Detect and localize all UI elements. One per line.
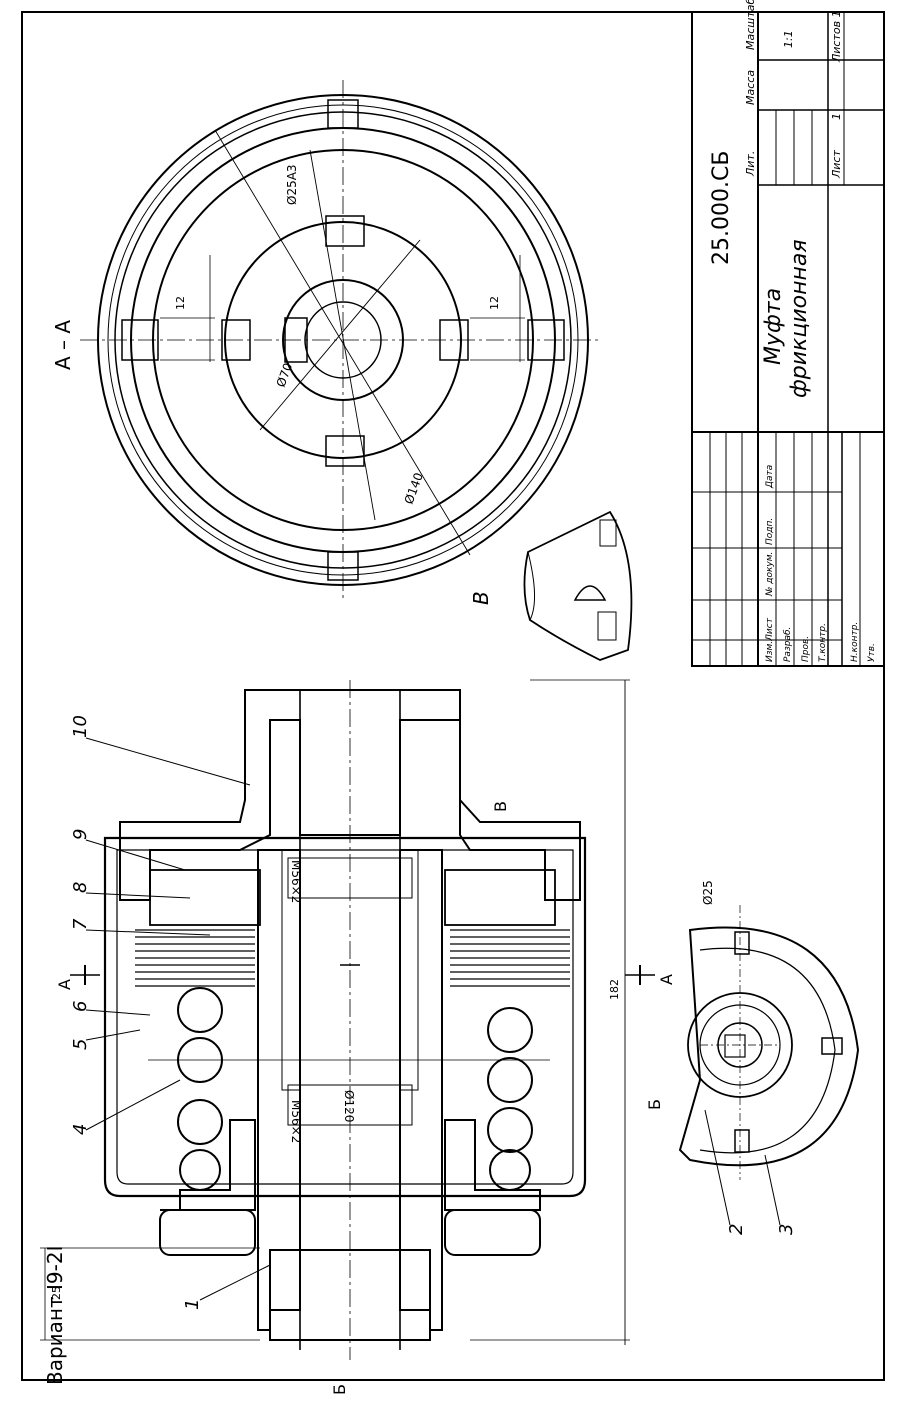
position-4: 4 [70,1124,91,1135]
sheet-value: 1 [830,113,843,120]
view-b-label: В [469,591,493,605]
thread-dim: М56×2 [289,860,303,903]
position-5: 5 [70,1039,91,1050]
section-b-mark: Б [330,1384,349,1395]
slot-width-dim: 12 [488,296,501,310]
hub-diameter-dim: Ø70 [274,361,296,389]
position-10: 10 [70,715,91,738]
position-7: 7 [70,918,91,930]
section-b-mark: Б [645,1099,664,1110]
sheet-label: Лист [830,150,843,179]
section-a-mark: А [657,974,676,985]
title-block: Масштаб Масса Лит. 1:1 Листов 1 Лист 1 2… [691,0,885,667]
stamp-row-label: Т.контр. [818,623,828,662]
view-b-arrow-label: В [491,801,510,812]
drawing-title-line2: фрикционная [787,239,812,398]
slot-width-dim: 12 [174,296,187,310]
position-8: 8 [70,882,91,893]
main-section-view: 10 9 8 7 6 5 4 1 2 3 А А Б Б В 182 Ø120 … [40,679,797,1395]
bore-diameter-dim: Ø25А3 [285,164,299,205]
detail-diameter-dim: Ø25 [701,880,715,905]
stamp-row-label: Изм.Лист [765,617,775,662]
sheets-label: Листов 1 [830,10,843,63]
position-1: 1 [182,1299,203,1310]
hub-length-dim: 25 [50,1286,63,1300]
section-a-mark: А [55,979,74,990]
document-number: 25.000.СБ [709,151,734,265]
position-6: 6 [70,1001,91,1012]
scale-label: Масштаб [744,0,757,50]
stamp-col-label: Подп. [765,518,775,545]
section-a-a-label: А – А [51,320,75,370]
scale-value: 1:1 [782,30,795,48]
disc-diameter-dim: Ø120 [342,1090,356,1122]
overall-length-dim: 182 [608,979,621,1000]
position-3: 3 [776,1224,797,1235]
position-9: 9 [70,829,91,840]
position-2: 2 [726,1224,747,1235]
view-b-detail: В [469,510,633,661]
thread-dim: М56×2 [289,1100,303,1143]
stamp-col-label: № докум. [765,552,775,597]
sheet-frame [21,11,885,1381]
stamp-row-label: Утв. [867,643,877,662]
mass-label: Масса [744,70,757,105]
stamp-row-label: Разраб. [783,627,793,662]
drawing-title-line1: Муфта [761,288,786,365]
lit-label: Лит. [744,151,757,177]
section-a-a-view: А – А 12 12 Ø25А3 Ø70 Ø140 [51,80,600,600]
stamp-col-label: Дата [765,465,775,489]
disc-diameter-dim: Ø140 [402,471,426,506]
variant-label: Вариант I9-2I [43,1246,67,1385]
stamp-row-label: Пров. [801,636,811,662]
stamp-row-label: Н.контр. [850,622,860,662]
parts-2-3-detail: Ø25 [678,880,860,1180]
